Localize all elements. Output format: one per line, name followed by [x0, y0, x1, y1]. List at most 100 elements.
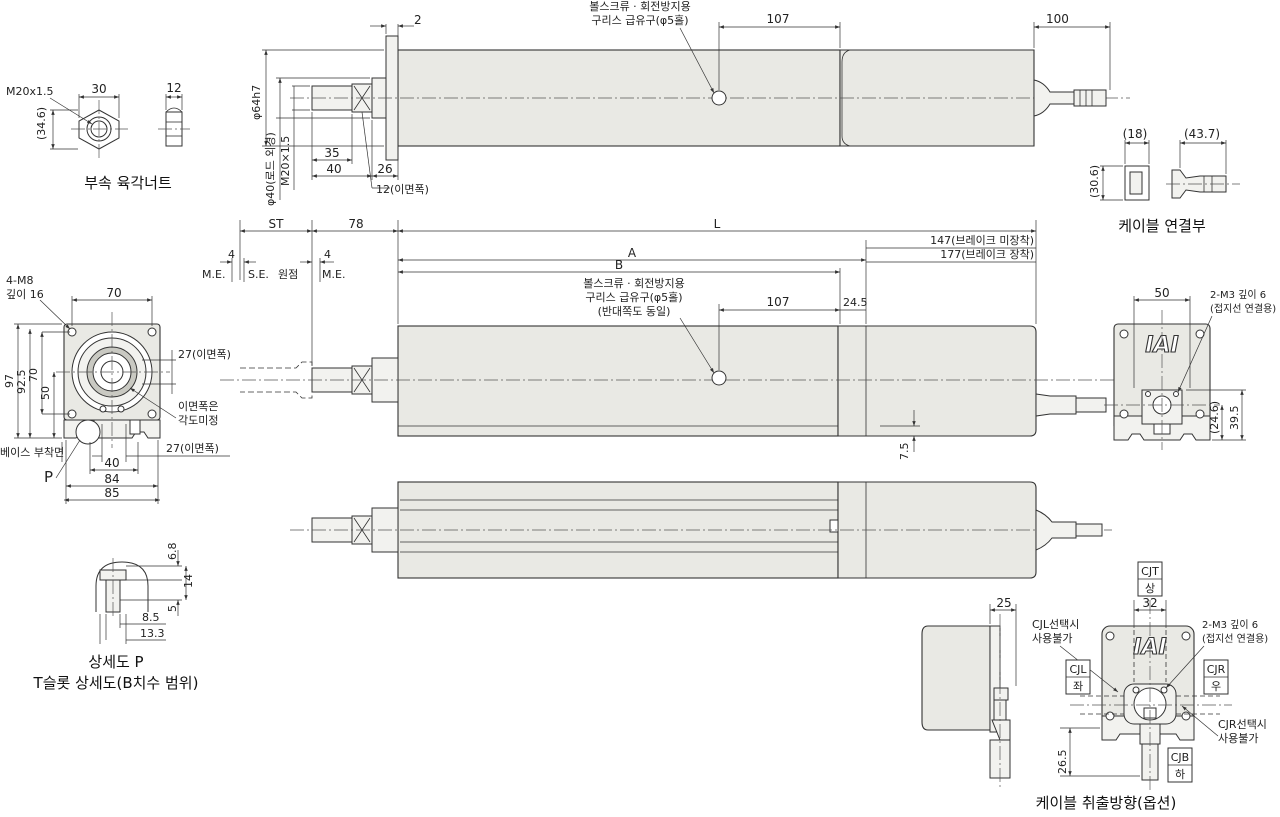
- detail-p-caption-2: T슬롯 상세도(B치수 범위): [33, 674, 199, 692]
- p-dim-13-3: 13.3: [140, 627, 165, 640]
- rear-iai-logo: IAI: [1145, 333, 1178, 358]
- cjr-note-1: CJR선택시: [1218, 718, 1267, 731]
- front-dim-50: 50: [39, 386, 52, 400]
- actuator-bottom-view: [290, 481, 1112, 579]
- dim-24-5: 24.5: [843, 296, 868, 309]
- brake-none-label: 147(브레이크 미장착): [930, 234, 1034, 247]
- four-left: 4: [228, 248, 235, 261]
- dim-100: 100: [1046, 12, 1069, 26]
- dim-b: B: [615, 258, 623, 272]
- dia-body-label: φ64h7: [250, 85, 263, 120]
- cable-joint-detail: (18) (43.7) (30.6) 케이블 연결부: [1088, 127, 1240, 235]
- cjl-note-2: 사용불가: [1032, 632, 1072, 645]
- dim-a: A: [628, 246, 637, 260]
- rear-tap: 2-M3 깊이 6: [1210, 289, 1266, 301]
- grease-main-1: 볼스크류 · 회전방지용: [583, 277, 685, 290]
- cjr-kr: 우: [1211, 680, 1221, 693]
- brake-with-label: 177(브레이크 장착): [940, 248, 1034, 261]
- cjl-kr: 좌: [1073, 680, 1083, 693]
- dim-40: 40: [326, 162, 341, 176]
- nut-thread-label: M20x1.5: [6, 85, 54, 98]
- p-dim-6-8: 6.8: [166, 543, 179, 561]
- cjr-note-2: 사용불가: [1218, 732, 1258, 745]
- cjl-note-1: CJL선택시: [1032, 618, 1079, 631]
- dim-7-5: 7.5: [898, 443, 911, 461]
- p-dim-14: 14: [182, 574, 195, 588]
- dim-78: 78: [348, 217, 363, 231]
- dim-43-7: (43.7): [1184, 127, 1220, 141]
- four-right: 4: [324, 248, 331, 261]
- front-dim-85: 85: [104, 486, 119, 500]
- grease-note-2: 구리스 급유구(φ5홀): [591, 14, 688, 27]
- grease-main-2: 구리스 급유구(φ5홀): [585, 291, 682, 304]
- overall-length-label: L: [714, 217, 721, 231]
- dim-35: 35: [324, 146, 339, 160]
- rear-dim-39-5: 39.5: [1228, 406, 1241, 431]
- flats-12-label: 12(이면폭): [376, 183, 429, 196]
- flat-note-1: 이면폭은: [178, 400, 218, 413]
- grease-note-1: 볼스크류 · 회전방지용: [589, 0, 691, 13]
- nut-thickness-label: 12: [166, 81, 181, 95]
- cable-dim-26-5: 26.5: [1056, 750, 1069, 775]
- dim-30-6: (30.6): [1088, 165, 1101, 198]
- cable-dim-25: 25: [996, 596, 1011, 610]
- nut-width-label: 30: [91, 82, 106, 96]
- se-label: S.E.: [248, 268, 269, 281]
- detail-p-caption-1: 상세도 P: [88, 653, 143, 671]
- grease-port-main: [711, 370, 727, 386]
- rod-thread-label: M20×1.5: [279, 136, 292, 186]
- base-label: 베이스 부착면: [0, 446, 64, 459]
- nut-caption: 부속 육각너트: [84, 174, 172, 192]
- dim-26: 26: [377, 162, 392, 176]
- actuator-main-view: ST 78 L 147(브레이크 미장착) 177(브레이크 장착) A B 4…: [202, 217, 1160, 460]
- actuator-rear-view: IAI 50 2-M3 깊이 6 (접지선 연결용) (24.6) 39.5: [1104, 286, 1276, 450]
- me-right: M.E.: [322, 268, 345, 281]
- flange-gap-label: 2: [414, 13, 422, 27]
- flat-27-top: 27(이면폭): [178, 348, 231, 361]
- origin-label: 원점: [278, 268, 298, 281]
- cable-dim-32: 32: [1142, 596, 1157, 610]
- dim-18: (18): [1123, 127, 1148, 141]
- stroke-label: ST: [269, 217, 285, 231]
- front-dim-92-5: 92.5: [15, 370, 28, 395]
- nut-height-label: (34.6): [35, 107, 48, 140]
- dim-107-main: 107: [767, 295, 790, 309]
- cjt-kr: 상: [1145, 582, 1155, 595]
- front-dim-84: 84: [104, 472, 119, 486]
- cjl-label: CJL: [1069, 663, 1087, 676]
- p-dim-5: 5: [166, 605, 179, 612]
- tslot-detail-p: 6.8 14 5 8.5 13.3 상세도 P T슬롯 상세도(B치수 범위): [33, 543, 199, 693]
- rear-dim-24-6: (24.6): [1208, 401, 1221, 434]
- cjt-label: CJT: [1141, 565, 1159, 578]
- dim-107-top: 107: [767, 12, 790, 26]
- flat-27-bottom: 27(이면폭): [166, 442, 219, 455]
- cable-dir-caption: 케이블 취출방향(옵션): [1036, 794, 1177, 812]
- cable-direction-view: 25 IAI CJT 상 32 CJL선택시 사용불가 2-M3 깊이 6 (접…: [921, 561, 1268, 812]
- cable-tap-note: (접지선 연결용): [1202, 633, 1268, 645]
- dia-rod-label: φ40(로드 외경): [264, 132, 277, 206]
- rear-tap-note: (접지선 연결용): [1210, 303, 1276, 315]
- tslot-detail-circle: [75, 419, 101, 445]
- flat-note-2: 각도미정: [178, 414, 218, 427]
- grease-main-3: (반대쪽도 동일): [598, 304, 671, 318]
- front-dim-97: 97: [3, 374, 16, 388]
- detail-p-marker: P: [44, 468, 53, 486]
- me-left: M.E.: [202, 268, 225, 281]
- cjb-label: CJB: [1171, 751, 1189, 764]
- cable-joint-caption: 케이블 연결부: [1118, 217, 1206, 235]
- p-dim-8-5: 8.5: [142, 611, 160, 624]
- actuator-top-view: 2 볼스크류 · 회전방지용 구리스 급유구(φ5홀) 107 100 φ64h…: [250, 0, 1130, 206]
- actuator-front-view: 4-M8 깊이 16 70 97 92.5 70 50 27(이면폭) 이면폭은…: [0, 274, 231, 504]
- grease-port: [711, 90, 727, 106]
- cjr-label: CJR: [1207, 663, 1226, 676]
- front-dim-70-side: 70: [27, 368, 40, 382]
- front-dim-70-top: 70: [106, 286, 121, 300]
- front-dim-40: 40: [104, 456, 119, 470]
- rear-dim-50: 50: [1154, 286, 1169, 300]
- cjb-kr: 하: [1175, 767, 1185, 781]
- front-tap: 4-M8: [6, 274, 33, 287]
- hex-nut-detail: 30 (34.6) M20x1.5 12 부속 육각너트: [6, 81, 190, 192]
- cable-tap: 2-M3 깊이 6: [1202, 619, 1258, 631]
- front-tap-depth: 깊이 16: [6, 288, 44, 301]
